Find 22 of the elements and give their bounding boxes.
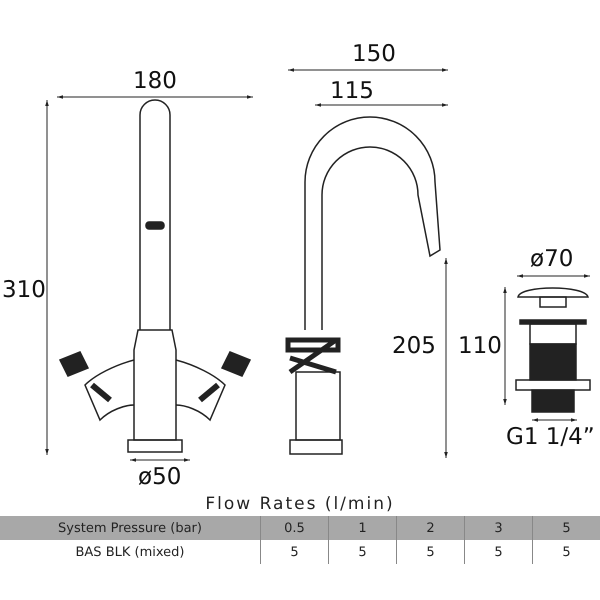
table-cell: 5 — [532, 540, 600, 564]
table-cell: 5 — [396, 540, 464, 564]
dimension-label: G1 1/4” — [506, 426, 595, 449]
dimension-label: ø70 — [530, 248, 574, 271]
column-header: 1 — [328, 516, 396, 540]
table-cell: 5 — [328, 540, 396, 564]
column-header: System Pressure (bar) — [0, 516, 260, 540]
table-cell: 5 — [260, 540, 328, 564]
row-header: BAS BLK (mixed) — [0, 540, 260, 564]
column-header: 0.5 — [260, 516, 328, 540]
table-cell: 5 — [464, 540, 532, 564]
dimension-label: 110 — [458, 335, 502, 358]
column-header: 2 — [396, 516, 464, 540]
dimension-label: 205 — [392, 335, 436, 358]
table-title: Flow Rates (l/min) — [204, 494, 396, 514]
dimension-label: 150 — [352, 43, 396, 66]
dimension-label: ø50 — [138, 466, 182, 489]
dimension-label: 115 — [330, 80, 374, 103]
column-header: 3 — [464, 516, 532, 540]
dimension-label: 180 — [133, 70, 177, 93]
dimension-label: 310 — [2, 279, 46, 302]
column-header: 5 — [532, 516, 600, 540]
